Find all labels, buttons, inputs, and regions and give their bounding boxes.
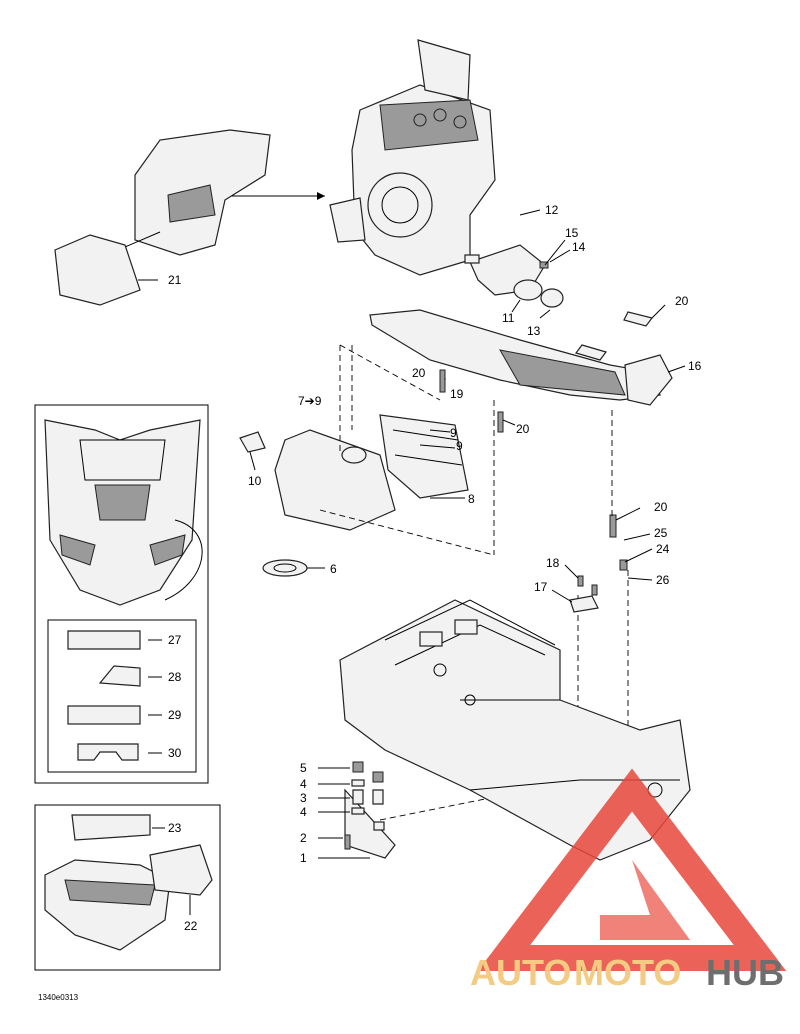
bracket-17: [569, 575, 599, 613]
callout-5: 5: [300, 761, 307, 775]
callout-23: 23: [168, 821, 182, 835]
callout-1: 1: [300, 851, 307, 865]
engine-cover-illustration: [117, 129, 325, 256]
callout-13: 13: [527, 324, 541, 338]
callout-20-mid: 20: [516, 422, 530, 436]
callout-4-upper: 4: [300, 777, 307, 791]
callout-30: 30: [168, 746, 182, 760]
watermark-auto: AUTO: [470, 952, 571, 993]
callout-20-right: 20: [654, 500, 668, 514]
callout-7-9: 7➔9: [298, 394, 322, 408]
callout-22: 22: [184, 919, 198, 933]
callout-26: 26: [656, 573, 670, 587]
callout-12: 12: [545, 203, 559, 217]
callout-15: 15: [565, 226, 579, 240]
callout-29: 29: [168, 708, 182, 722]
callout-21: 21: [168, 273, 182, 287]
callout-18: 18: [546, 556, 560, 570]
belly-pan-inset-box: [34, 804, 221, 971]
leader-lines: [249, 209, 686, 859]
gasket-21: [54, 234, 158, 306]
drawing-code: 1340e0313: [38, 993, 79, 1002]
callout-20-left: 20: [412, 366, 426, 380]
muffler-illustration: [239, 414, 469, 577]
engine-illustration: [329, 39, 496, 276]
hood-inset-box: [34, 404, 209, 784]
exhaust-system: [369, 244, 673, 571]
watermark-hub: HUB: [706, 952, 784, 993]
callout-25: 25: [654, 526, 668, 540]
belly-pan-illustration: [44, 814, 213, 951]
callout-19: 19: [450, 387, 464, 401]
hardware-stack: [344, 761, 385, 850]
decal-inset-box: [47, 619, 197, 773]
callout-14: 14: [572, 240, 586, 254]
callout-11: 11: [502, 311, 515, 325]
watermark-moto: MOTO: [574, 952, 681, 993]
watermark-logo: AUTO MOTO HUB: [470, 768, 787, 993]
callout-28: 28: [168, 670, 182, 684]
callout-9-lower: 9: [456, 439, 463, 453]
callout-24: 24: [656, 542, 670, 556]
callout-10: 10: [248, 474, 262, 488]
callout-labels: 12 15 14 11 13 20 16 20 19 7➔9 9 20 9 10…: [168, 203, 702, 933]
hood-illustration: [44, 419, 203, 606]
watermark-triangle-icon: [477, 768, 787, 971]
callout-2: 2: [300, 831, 307, 845]
callout-17: 17: [534, 580, 548, 594]
callout-8: 8: [468, 492, 475, 506]
callout-3: 3: [300, 791, 307, 805]
callout-6: 6: [330, 562, 337, 576]
decals: [67, 630, 162, 761]
callout-27: 27: [168, 633, 182, 647]
callout-9-upper: 9: [450, 426, 457, 440]
callout-4-lower: 4: [300, 805, 307, 819]
chassis-frame: [339, 599, 691, 861]
callout-20-top: 20: [675, 294, 689, 308]
callout-16: 16: [688, 359, 702, 373]
